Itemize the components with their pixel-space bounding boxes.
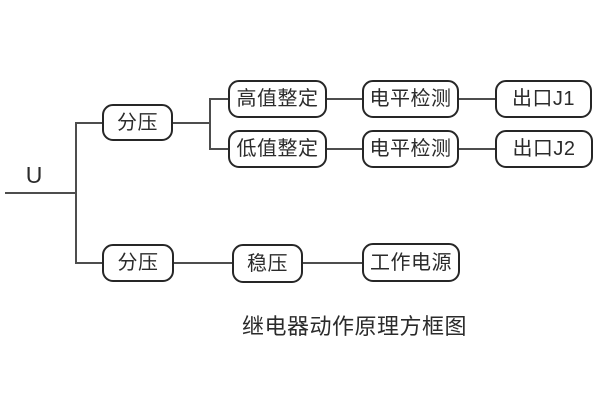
- input-voltage-label: U: [25, 162, 43, 188]
- node-divider-top-label: 分压: [117, 111, 158, 134]
- node-high-setting-label: 高值整定: [236, 88, 319, 110]
- node-level-detect-2-label: 电平检测: [369, 138, 452, 160]
- node-working-power-label: 工作电源: [370, 251, 452, 274]
- node-regulator: 稳压: [232, 244, 303, 283]
- node-divider-top: 分压: [102, 104, 173, 141]
- node-low-setting: 低值整定: [228, 130, 327, 168]
- node-divider-bottom: 分压: [102, 244, 174, 282]
- line-to-divider-bottom: [77, 262, 102, 264]
- line-to-high-setting: [211, 98, 228, 100]
- divider-to-regulator-line: [174, 262, 232, 264]
- setting-branch-vertical-line: [209, 98, 211, 150]
- node-high-setting: 高值整定: [228, 80, 327, 118]
- node-output-j2-label: 出口J2: [512, 138, 576, 160]
- node-output-j1: 出口J1: [495, 80, 592, 118]
- level-detect-to-output-j1-line: [459, 98, 495, 100]
- node-regulator-label: 稳压: [247, 252, 288, 275]
- left-branch-vertical-line: [75, 122, 77, 264]
- regulator-to-power-line: [303, 262, 362, 264]
- line-to-low-setting: [211, 148, 228, 150]
- low-setting-to-level-detect-line: [327, 148, 362, 150]
- node-level-detect-1-label: 电平检测: [369, 88, 452, 110]
- diagram-caption: 继电器动作原理方框图: [242, 314, 468, 339]
- node-output-j1-label: 出口J1: [511, 88, 576, 110]
- node-working-power: 工作电源: [362, 243, 460, 282]
- node-level-detect-1: 电平检测: [362, 80, 459, 118]
- node-level-detect-2: 电平检测: [362, 130, 459, 168]
- input-line: [5, 192, 76, 194]
- node-low-setting-label: 低值整定: [236, 138, 319, 160]
- node-output-j2: 出口J2: [495, 130, 593, 168]
- level-detect-to-output-j2-line: [459, 148, 495, 150]
- line-to-divider-top: [77, 122, 102, 124]
- node-divider-bottom-label: 分压: [117, 252, 159, 274]
- high-setting-to-level-detect-line: [327, 98, 362, 100]
- divider-top-output-line: [173, 122, 210, 124]
